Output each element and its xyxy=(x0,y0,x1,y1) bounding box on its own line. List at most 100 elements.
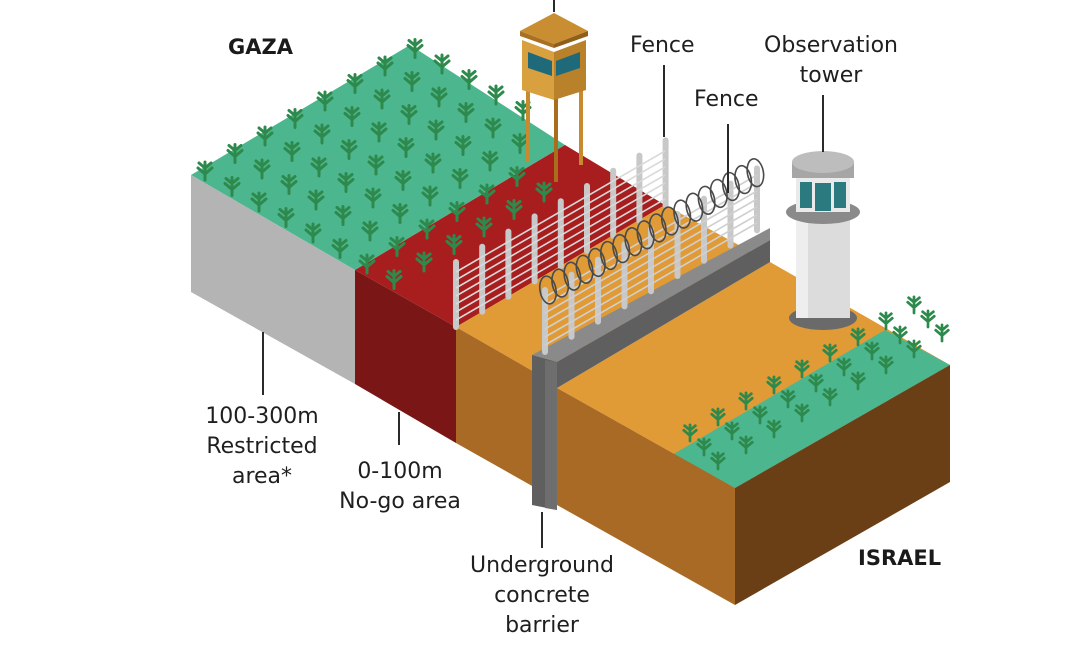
plant-stem xyxy=(484,117,502,139)
plant-stem xyxy=(850,327,866,347)
israel-block-right xyxy=(735,365,950,605)
plant-stem xyxy=(367,154,385,176)
plant-stem xyxy=(361,220,379,242)
razor-wire-coil xyxy=(734,164,753,195)
plant-icon xyxy=(418,218,436,240)
plant-stem xyxy=(391,203,409,224)
plant-icon xyxy=(286,108,304,129)
plant-stem xyxy=(427,119,445,141)
plant-icon xyxy=(906,295,922,315)
label-barrier-line1: Underground xyxy=(469,553,615,578)
plant-icon xyxy=(310,156,328,178)
no-go-area-side xyxy=(355,270,456,443)
plant-icon xyxy=(448,201,466,222)
plant-icon xyxy=(424,152,442,174)
inner-fence xyxy=(453,137,669,330)
plant-icon xyxy=(822,387,838,407)
plant-icon xyxy=(427,119,445,141)
plant-stem xyxy=(283,141,301,162)
tower-window xyxy=(800,182,812,208)
plant-icon xyxy=(304,222,322,244)
plant-stem xyxy=(766,375,782,395)
razor-wire-coil xyxy=(746,158,765,188)
razor-wire-coil xyxy=(660,206,680,236)
plant-stem xyxy=(424,152,442,174)
plant-icon xyxy=(724,421,740,441)
plant-icon xyxy=(283,141,301,162)
plant-icon xyxy=(430,86,448,108)
label-no-go-area: 0-100m No-go area xyxy=(326,457,474,517)
plant-stem xyxy=(406,38,424,59)
razor-wire-coil xyxy=(587,247,606,278)
plant-icon xyxy=(364,187,382,209)
label-observation-tower: Observation tower xyxy=(752,31,910,91)
fence-wire xyxy=(455,158,666,281)
plant-icon xyxy=(822,343,838,363)
plant-icon xyxy=(850,371,866,391)
plant-stem xyxy=(430,86,448,108)
label-underground-barrier: Underground concrete barrier xyxy=(460,551,624,641)
plant-stem xyxy=(373,88,391,110)
plant-icon xyxy=(337,172,355,193)
fence-wire xyxy=(544,198,758,322)
observation-tower xyxy=(786,151,860,330)
plant-icon xyxy=(277,207,295,228)
plant-stem xyxy=(340,139,358,160)
plant-icon xyxy=(738,391,754,411)
plant-icon xyxy=(313,123,331,145)
plant-stem xyxy=(836,357,852,377)
plant-icon xyxy=(906,339,922,359)
plant-stem xyxy=(376,55,394,77)
razor-wire-coil xyxy=(563,261,582,291)
plant-stem xyxy=(822,387,838,407)
plant-icon xyxy=(346,73,364,94)
plant-icon xyxy=(388,236,406,257)
label-restricted-line2: Restricted xyxy=(206,434,318,459)
plant-stem xyxy=(920,309,936,329)
tower-window xyxy=(834,182,846,208)
plant-stem xyxy=(724,421,740,441)
plant-icon xyxy=(256,125,274,147)
plant-stem xyxy=(403,71,421,92)
label-fence-outer: Fence xyxy=(694,87,759,112)
plant-stem xyxy=(460,69,478,90)
plant-stem xyxy=(346,73,364,94)
plant-icon xyxy=(253,158,271,180)
region-label-gaza: GAZA xyxy=(228,35,293,59)
plant-icon xyxy=(280,174,298,195)
patrol-strip-top xyxy=(456,205,770,385)
plant-stem xyxy=(511,133,529,154)
fence-wire xyxy=(544,222,758,346)
wooden-watchtower xyxy=(520,13,588,182)
plant-icon xyxy=(457,102,475,123)
plant-icon xyxy=(460,69,478,90)
plant-stem xyxy=(418,218,436,240)
plant-icon xyxy=(934,323,950,343)
plant-icon xyxy=(878,311,894,331)
plant-stem xyxy=(696,437,712,457)
tower-roof xyxy=(792,151,854,173)
plant-stem xyxy=(256,125,274,147)
plant-stem xyxy=(682,423,698,443)
plant-icon xyxy=(508,166,526,187)
plant-icon xyxy=(385,269,403,290)
plant-icon xyxy=(766,375,782,395)
plant-stem xyxy=(337,172,355,193)
razor-wire-coil xyxy=(624,227,643,257)
plant-stem xyxy=(394,170,412,191)
plant-icon xyxy=(752,405,768,425)
plant-stem xyxy=(878,355,894,375)
plant-stem xyxy=(906,339,922,359)
plant-stem xyxy=(487,84,505,106)
plant-icon xyxy=(511,133,529,154)
region-label-israel: ISRAEL xyxy=(858,546,942,570)
plant-pattern xyxy=(196,38,950,471)
plant-stem xyxy=(738,391,754,411)
fence-wire xyxy=(544,190,758,314)
plant-icon xyxy=(403,71,421,92)
label-tower-line1: Observation xyxy=(764,33,898,58)
plant-icon xyxy=(682,423,698,443)
israel-block-front xyxy=(557,388,735,605)
plant-icon xyxy=(223,176,241,197)
israel-grass-strip xyxy=(672,330,950,488)
